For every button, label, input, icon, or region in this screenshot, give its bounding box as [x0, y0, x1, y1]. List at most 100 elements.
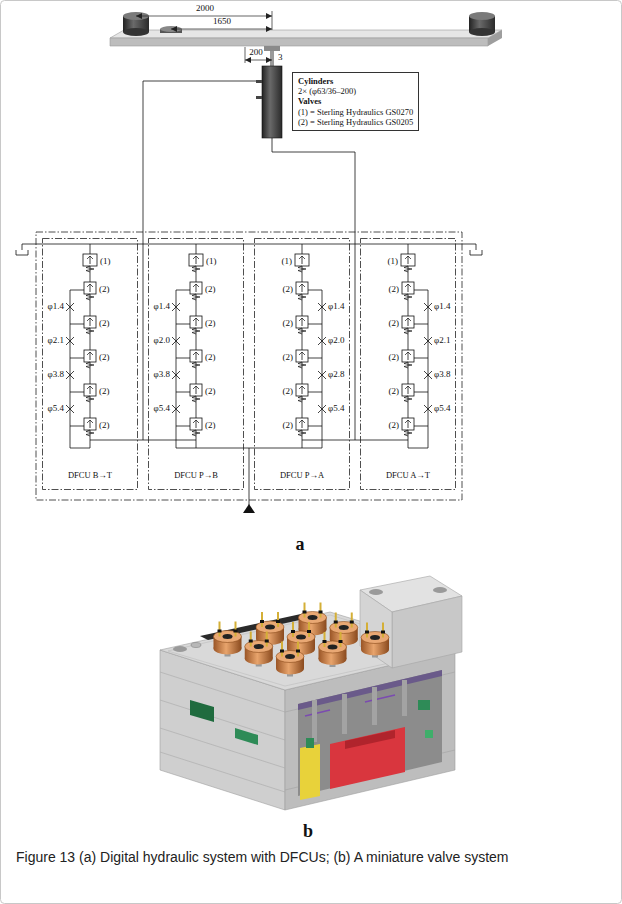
orifice-symbol — [172, 405, 180, 413]
valve-symbol — [302, 256, 303, 264]
figure-caption: Figure 13 (a) Digital hydraulic system w… — [16, 848, 606, 867]
valve-symbol — [401, 254, 415, 266]
spring-symbol — [298, 266, 306, 272]
valve-callout: φ2.1 — [48, 336, 64, 346]
valve-callout: (1) — [206, 257, 217, 267]
valve-symbol — [196, 420, 197, 428]
valve-symbol — [296, 418, 308, 430]
drawing-line — [305, 710, 330, 716]
valve-symbol — [408, 386, 409, 394]
spring-symbol — [86, 266, 94, 272]
valve-callout: (2) — [389, 387, 400, 397]
orifice-symbol — [172, 371, 180, 379]
spring-symbol — [298, 294, 306, 300]
drawing-g — [305, 695, 395, 716]
valve-callout: φ2.8 — [328, 370, 344, 380]
valve-symbol — [296, 282, 308, 294]
valve-symbol — [84, 282, 96, 294]
orifice-symbol — [66, 303, 74, 311]
circuit-line — [143, 440, 196, 441]
drawing-rect — [256, 80, 262, 83]
dfcu-outline — [254, 238, 350, 490]
valve-symbol — [196, 284, 197, 292]
valve-callout: φ2.0 — [328, 336, 344, 346]
valve-callout: (2) — [389, 353, 400, 363]
drawing-rect — [418, 700, 430, 710]
circuit-line — [176, 324, 190, 325]
circuit-line — [414, 290, 428, 291]
orifice-symbol — [424, 371, 432, 379]
valve-symbol — [87, 420, 93, 423]
circuit-line — [176, 290, 177, 448]
circuit-line — [90, 440, 143, 441]
valve-symbol — [87, 386, 93, 389]
circuit-line — [70, 290, 84, 291]
valve-symbol — [302, 420, 303, 428]
valve-symbol — [193, 420, 199, 423]
valve-symbol — [196, 386, 197, 394]
valve-callout: (2) — [389, 319, 400, 329]
drawing-line — [171, 29, 272, 30]
spring-symbol — [404, 362, 412, 368]
circuit-line — [414, 324, 428, 325]
orifice-symbol — [318, 405, 326, 413]
circuit-line — [176, 358, 190, 359]
drawing-use — [245, 632, 273, 667]
drawing-rect — [402, 680, 407, 716]
valve-callout: φ3.8 — [48, 370, 64, 380]
circuit-line — [176, 290, 190, 291]
valve-callout: (2) — [205, 319, 216, 329]
drawing-line — [365, 695, 395, 702]
drawing-line — [160, 752, 285, 792]
drawing-polygon — [235, 728, 258, 745]
orifice-symbol — [172, 303, 180, 311]
drawing-line — [272, 11, 273, 30]
dfcu-box: DFCU B→T — [42, 238, 138, 490]
valve-symbol — [405, 256, 411, 259]
valve-symbol — [405, 420, 411, 423]
orifice-symbol — [318, 371, 326, 379]
valve-symbol — [408, 256, 409, 264]
orifice-symbol — [66, 405, 74, 413]
valve-callout: (2) — [283, 285, 294, 295]
valve-symbol — [87, 352, 93, 355]
spring-symbol — [86, 294, 94, 300]
valve-symbol — [402, 418, 414, 430]
drawing-rect — [312, 700, 317, 742]
valve-callout: (2) — [283, 387, 294, 397]
spring-symbol — [404, 396, 412, 402]
circuit-line — [302, 448, 322, 449]
orifice-symbol — [318, 337, 326, 345]
circuit-line — [302, 440, 355, 441]
valve-symbol — [84, 316, 96, 328]
drawing-polygon — [190, 700, 214, 722]
valve-callout: φ2.1 — [434, 336, 450, 346]
orifice-symbol — [66, 337, 74, 345]
drawing-ellipse — [191, 643, 201, 648]
spring-symbol — [298, 328, 306, 334]
valve-symbol — [196, 352, 197, 360]
drawing-ellipse — [469, 12, 495, 20]
orifice-symbol — [172, 303, 180, 311]
dfcu-box: DFCU P→A — [254, 238, 350, 490]
valve-symbol — [189, 254, 203, 266]
spring-symbol — [192, 362, 200, 368]
valve-symbol — [190, 384, 202, 396]
spring-symbol — [192, 328, 200, 334]
valve-symbol — [405, 352, 411, 355]
orifice-symbol — [424, 337, 432, 345]
valve-symbol — [87, 318, 93, 321]
circuit-line — [414, 358, 428, 359]
circuit-line — [70, 392, 84, 393]
dfcu-outline — [42, 238, 138, 490]
spring-symbol — [192, 294, 200, 300]
callout-text: (1) = Sterling Hydraulics GS0270 — [298, 107, 413, 117]
dfcu-outline — [255, 239, 350, 490]
valve-callout: (1) — [282, 257, 293, 267]
valve-callout: φ1.4 — [434, 302, 450, 312]
valve-callout: (2) — [389, 421, 400, 431]
valve-symbol — [193, 256, 199, 259]
valve-symbol — [299, 318, 305, 321]
valve-callout: φ3.8 — [434, 370, 450, 380]
drawing-ellipse — [469, 28, 495, 36]
